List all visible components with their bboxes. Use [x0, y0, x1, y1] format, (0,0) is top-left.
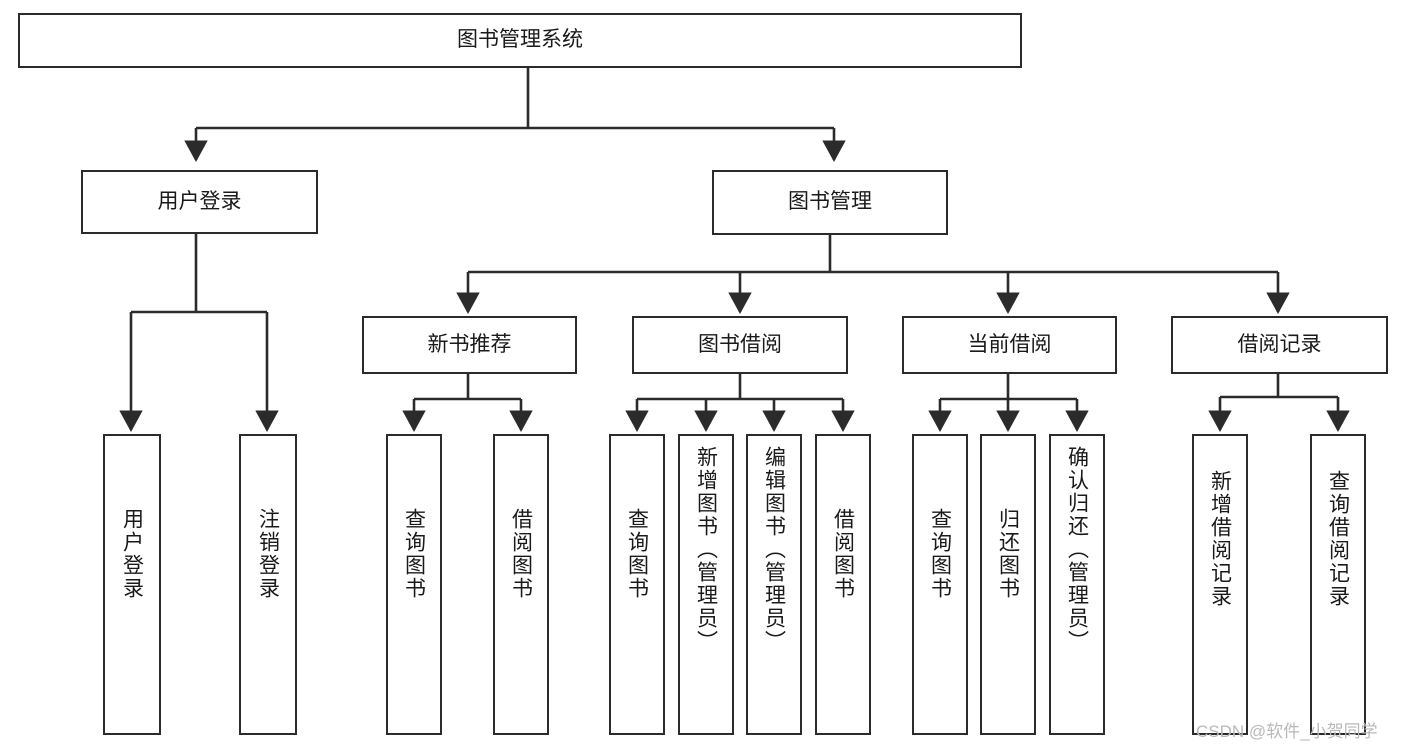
node-leaf-user-logout[interactable]: 注销登录	[239, 434, 297, 735]
node-new-book-recommend[interactable]: 新书推荐	[362, 316, 577, 374]
node-leaf-borrow-book-recommend-label: 借阅图书	[509, 508, 533, 600]
node-leaf-query-book-current-label: 查询图书	[928, 508, 952, 600]
node-leaf-query-book-borrow-label: 查询图书	[625, 508, 649, 600]
node-book-borrow[interactable]: 图书借阅	[632, 316, 848, 374]
node-leaf-edit-book-admin-label: 编辑图书（管理员）	[762, 446, 786, 653]
node-root[interactable]: 图书管理系统	[18, 13, 1022, 68]
watermark-text: CSDN @软件_小贺同学	[1196, 722, 1378, 741]
node-leaf-add-borrow-record-label: 新增借阅记录	[1208, 470, 1232, 608]
node-root-label: 图书管理系统	[457, 28, 583, 52]
node-leaf-query-borrow-record-label: 查询借阅记录	[1326, 470, 1350, 608]
node-leaf-query-book-current[interactable]: 查询图书	[912, 434, 968, 735]
node-leaf-add-book-admin-label: 新增图书（管理员）	[694, 446, 718, 653]
node-leaf-query-book-recommend[interactable]: 查询图书	[386, 434, 442, 735]
node-leaf-query-book-borrow[interactable]: 查询图书	[609, 434, 665, 735]
node-leaf-query-book-recommend-label: 查询图书	[402, 508, 426, 600]
node-current-borrow[interactable]: 当前借阅	[902, 316, 1117, 374]
node-borrow-record-label: 借阅记录	[1237, 332, 1322, 356]
node-leaf-user-logout-label: 注销登录	[256, 508, 280, 600]
node-leaf-return-book[interactable]: 归还图书	[980, 434, 1036, 735]
node-book-borrow-label: 图书借阅	[698, 332, 782, 356]
node-leaf-confirm-return-admin[interactable]: 确认归还（管理员）	[1049, 434, 1105, 735]
node-leaf-return-book-label: 归还图书	[996, 508, 1020, 600]
node-new-book-recommend-label: 新书推荐	[427, 332, 512, 356]
node-borrow-record[interactable]: 借阅记录	[1171, 316, 1388, 374]
node-leaf-borrow-book-label: 借阅图书	[831, 508, 855, 600]
node-leaf-add-borrow-record[interactable]: 新增借阅记录	[1192, 434, 1248, 735]
node-leaf-user-login[interactable]: 用户登录	[103, 434, 161, 735]
node-book-manage-label: 图书管理	[788, 190, 872, 214]
node-leaf-user-login-label: 用户登录	[120, 508, 144, 600]
node-leaf-edit-book-admin[interactable]: 编辑图书（管理员）	[746, 434, 802, 735]
node-user-login[interactable]: 用户登录	[81, 170, 318, 234]
node-leaf-add-book-admin[interactable]: 新增图书（管理员）	[678, 434, 734, 735]
node-leaf-borrow-book[interactable]: 借阅图书	[815, 434, 871, 735]
node-book-manage[interactable]: 图书管理	[712, 170, 948, 235]
node-leaf-query-borrow-record[interactable]: 查询借阅记录	[1310, 434, 1366, 735]
node-current-borrow-label: 当前借阅	[967, 332, 1052, 356]
node-leaf-borrow-book-recommend[interactable]: 借阅图书	[493, 434, 549, 735]
node-leaf-confirm-return-admin-label: 确认归还（管理员）	[1065, 446, 1089, 653]
node-user-login-label: 用户登录	[157, 189, 242, 213]
